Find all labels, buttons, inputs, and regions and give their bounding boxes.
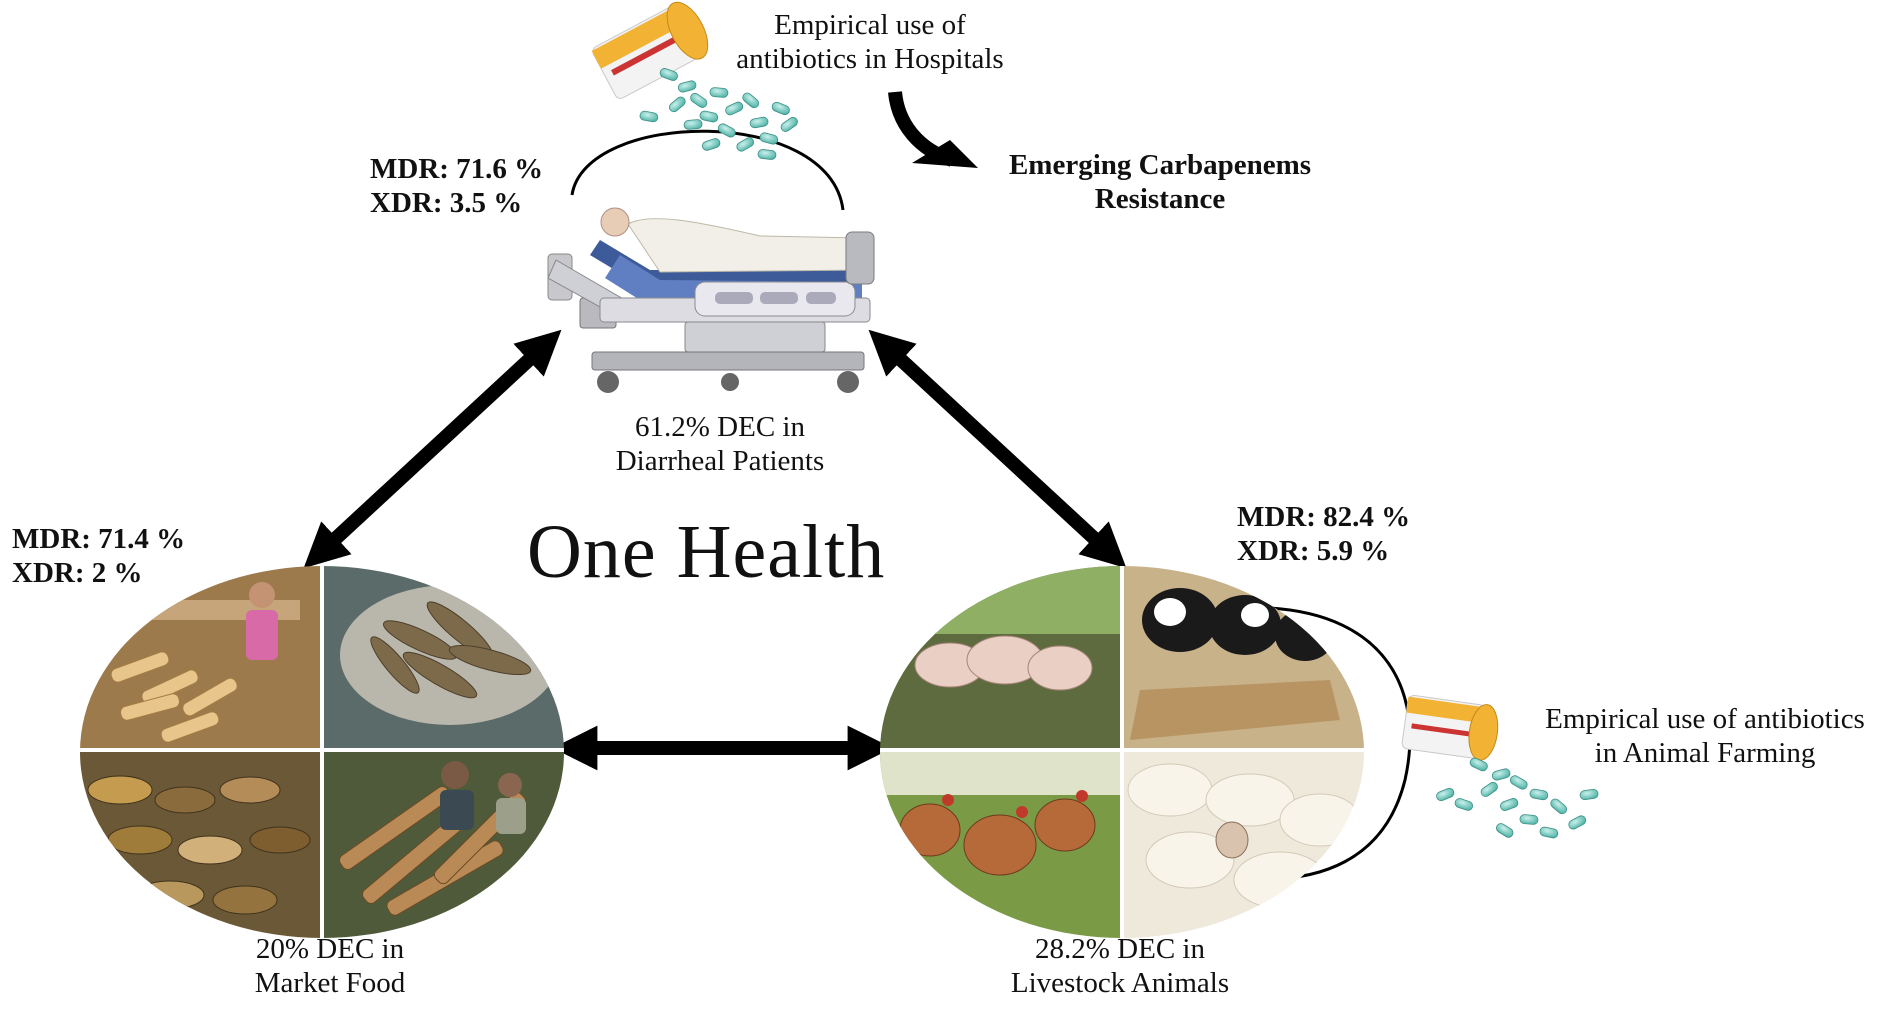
carbapenem-line-2: Resistance xyxy=(960,182,1360,216)
hospital-resistance-stats: MDR: 71.6 % XDR: 3.5 % xyxy=(370,152,543,220)
livestock-antibiotic-line-2: in Animal Farming xyxy=(1515,736,1895,770)
livestock-xdr-value: XDR: 5.9 % xyxy=(1237,534,1410,568)
market-dec-line-2: Market Food xyxy=(180,966,480,1000)
livestock-resistance-stats: MDR: 82.4 % XDR: 5.9 % xyxy=(1237,500,1410,568)
hospital-dec-line-1: 61.2% DEC in xyxy=(560,410,880,444)
livestock-photo xyxy=(878,564,1366,940)
hospital-xdr-value: XDR: 3.5 % xyxy=(370,186,543,220)
hospital-mdr-value: MDR: 71.6 % xyxy=(370,152,543,186)
livestock-mdr-value: MDR: 82.4 % xyxy=(1237,500,1410,534)
livestock-antibiotic-line-1: Empirical use of antibiotics xyxy=(1515,702,1895,736)
one-health-title: One Health xyxy=(527,508,885,598)
carbapenem-resistance-label: Emerging Carbapenems Resistance xyxy=(960,148,1360,216)
hospital-antibiotic-line-1: Empirical use of xyxy=(690,8,1050,42)
livestock-dec-line-1: 28.2% DEC in xyxy=(950,932,1290,966)
market-mdr-value: MDR: 71.4 % xyxy=(12,522,185,556)
livestock-dec-label: 28.2% DEC in Livestock Animals xyxy=(950,932,1290,1000)
livestock-antibiotic-use-label: Empirical use of antibiotics in Animal F… xyxy=(1515,702,1895,770)
hospital-dec-label: 61.2% DEC in Diarrheal Patients xyxy=(560,410,880,478)
livestock-dec-line-2: Livestock Animals xyxy=(950,966,1290,1000)
market-xdr-value: XDR: 2 % xyxy=(12,556,185,590)
hospital-bed-icon xyxy=(548,208,874,393)
carbapenem-line-1: Emerging Carbapenems xyxy=(960,148,1360,182)
market-food-photo xyxy=(78,564,566,940)
hospital-livestock-arrow xyxy=(885,345,1110,553)
market-dec-line-1: 20% DEC in xyxy=(180,932,480,966)
hospital-dec-line-2: Diarrheal Patients xyxy=(560,444,880,478)
hospital-antibiotic-line-2: antibiotics in Hospitals xyxy=(690,42,1050,76)
hospital-market-arrow xyxy=(320,345,545,553)
hospital-antibiotic-use-label: Empirical use of antibiotics in Hospital… xyxy=(690,8,1050,76)
market-dec-label: 20% DEC in Market Food xyxy=(180,932,480,1000)
market-resistance-stats: MDR: 71.4 % XDR: 2 % xyxy=(12,522,185,590)
